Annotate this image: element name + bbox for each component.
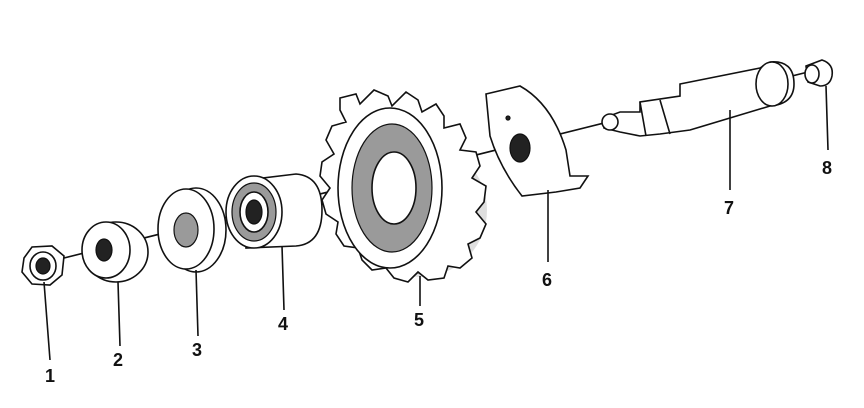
callout-label-6: 6 (542, 270, 552, 290)
stepped-shaft-part (601, 61, 795, 137)
leader-line-3 (195, 269, 199, 337)
leader-line-8 (825, 85, 829, 151)
callout-label-2: 2 (113, 350, 123, 370)
spur-gear-part (319, 89, 487, 283)
leader-line-2 (117, 281, 121, 347)
roller-bearing-part (225, 173, 323, 249)
hex-nut-part (21, 245, 65, 286)
threaded-stud-part (804, 59, 834, 87)
callout-label-5: 5 (414, 310, 424, 330)
leader-line-4 (281, 245, 285, 311)
callout-label-7: 7 (724, 198, 734, 218)
leader-line-1 (43, 281, 51, 361)
callout-label-3: 3 (192, 340, 202, 360)
washer-part (81, 221, 149, 283)
callout-numbers: 1 2 3 4 5 6 7 8 (45, 158, 832, 386)
cam-plate-part (485, 85, 590, 197)
spacer-ring-part (157, 187, 227, 273)
callout-label-4: 4 (278, 314, 288, 334)
callout-label-8: 8 (822, 158, 832, 178)
callout-label-1: 1 (45, 366, 55, 386)
leader-lines (43, 85, 829, 361)
